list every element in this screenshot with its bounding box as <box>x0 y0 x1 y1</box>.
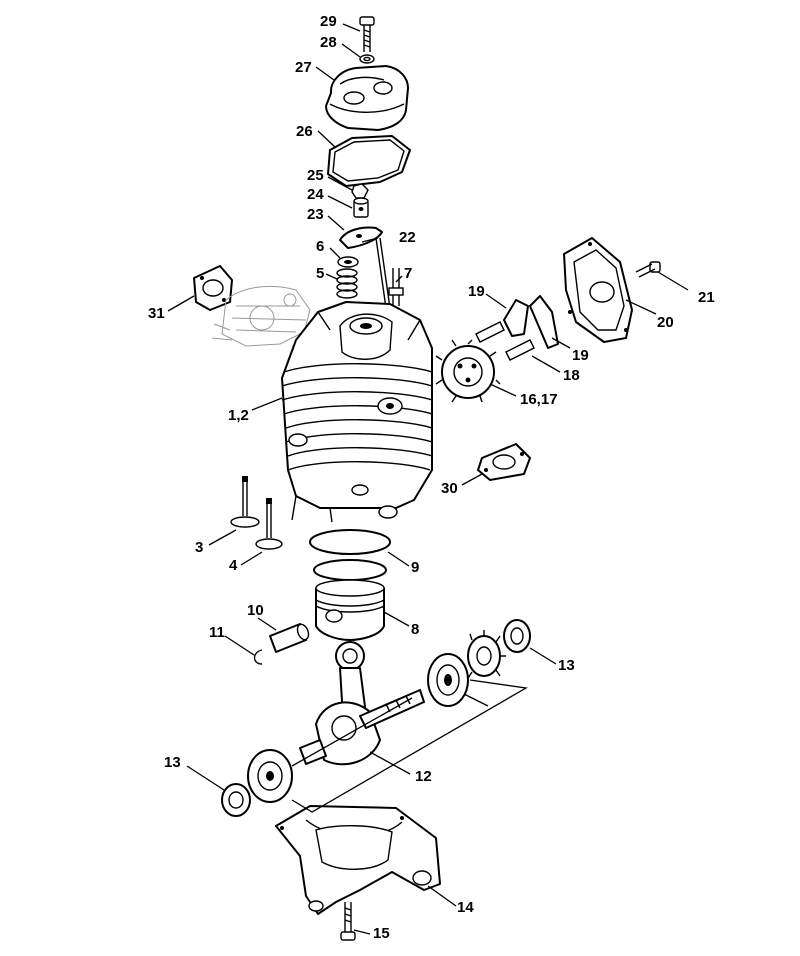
part-31-gasket[interactable] <box>193 265 233 311</box>
part-23-rocker-arm[interactable] <box>339 226 383 249</box>
callout-13-right: 13 <box>558 657 575 674</box>
part-5-valve-spring[interactable] <box>336 268 358 299</box>
part-3-valve[interactable] <box>230 476 260 528</box>
callout-28: 28 <box>320 34 337 51</box>
part-21-screw[interactable] <box>635 261 661 278</box>
crankshaft-pinion-gear[interactable] <box>467 630 506 679</box>
callout-14: 14 <box>457 899 474 916</box>
part-30-gasket[interactable] <box>477 443 531 481</box>
callout-4: 4 <box>229 557 238 574</box>
part-29-screw[interactable] <box>359 16 375 52</box>
part-26-gasket[interactable] <box>327 135 411 187</box>
callout-23: 23 <box>307 206 324 223</box>
callout-19-bottom: 19 <box>572 347 589 364</box>
part-14-crankcase[interactable] <box>275 805 441 915</box>
callout-20: 20 <box>657 314 674 331</box>
callout-15: 15 <box>373 925 390 942</box>
leader-lines <box>167 23 689 935</box>
part-1-2-cylinder[interactable] <box>281 301 433 523</box>
callout-27: 27 <box>295 59 312 76</box>
part-16-17-cam-gear[interactable] <box>435 339 501 403</box>
callout-6: 6 <box>316 238 324 255</box>
callout-21: 21 <box>698 289 715 306</box>
callout-13-left: 13 <box>164 754 181 771</box>
callout-5: 5 <box>316 265 324 282</box>
part-15-screw[interactable] <box>340 902 356 941</box>
carburetor-ghost <box>211 285 311 347</box>
part-24-sleeve[interactable] <box>353 197 369 218</box>
callout-19-top: 19 <box>468 283 485 300</box>
callout-26: 26 <box>296 123 313 140</box>
part-28-washer[interactable] <box>359 54 375 64</box>
callout-8: 8 <box>411 621 419 638</box>
callout-30: 30 <box>441 480 458 497</box>
callout-11: 11 <box>209 624 225 641</box>
part-13-seal-upper[interactable] <box>503 619 531 653</box>
part-12-crankshaft[interactable] <box>299 641 425 766</box>
callout-9: 9 <box>411 559 419 576</box>
callout-24: 24 <box>307 186 324 203</box>
part-6-retainer[interactable] <box>337 256 359 268</box>
part-22-push-rod[interactable] <box>375 237 391 309</box>
callout-3: 3 <box>195 539 203 556</box>
callout-labels: 29 28 27 26 25 24 23 22 6 5 7 31 19 19 2… <box>148 13 715 942</box>
part-7-stud[interactable] <box>388 268 404 306</box>
callout-16-17: 16,17 <box>520 391 558 408</box>
part-10-piston-pin[interactable] <box>269 623 311 653</box>
crankshaft-bearing-lower[interactable] <box>247 749 293 803</box>
crankshaft-bearing-upper[interactable] <box>427 653 469 707</box>
part-27-valve-cover[interactable] <box>325 65 409 131</box>
callout-25: 25 <box>307 167 324 184</box>
part-19-bracket[interactable] <box>503 295 559 349</box>
callout-22: 22 <box>399 229 416 246</box>
callout-18: 18 <box>563 367 580 384</box>
part-4-valve[interactable] <box>255 498 283 550</box>
callout-10: 10 <box>247 602 264 619</box>
part-8-piston[interactable] <box>315 579 385 641</box>
callout-7: 7 <box>404 265 412 282</box>
part-19-rocker-pin[interactable] <box>475 321 505 343</box>
part-13-seal-lower[interactable] <box>221 783 251 817</box>
callout-12: 12 <box>415 768 432 785</box>
callout-1-2: 1,2 <box>228 407 249 424</box>
part-25-nut[interactable] <box>351 183 369 199</box>
callout-31: 31 <box>148 305 165 322</box>
callout-29: 29 <box>320 13 337 30</box>
part-18-pin[interactable] <box>505 339 535 361</box>
part-9-piston-rings[interactable] <box>309 529 391 581</box>
part-20-cover[interactable] <box>563 237 633 343</box>
part-11-circlip[interactable] <box>253 649 263 665</box>
